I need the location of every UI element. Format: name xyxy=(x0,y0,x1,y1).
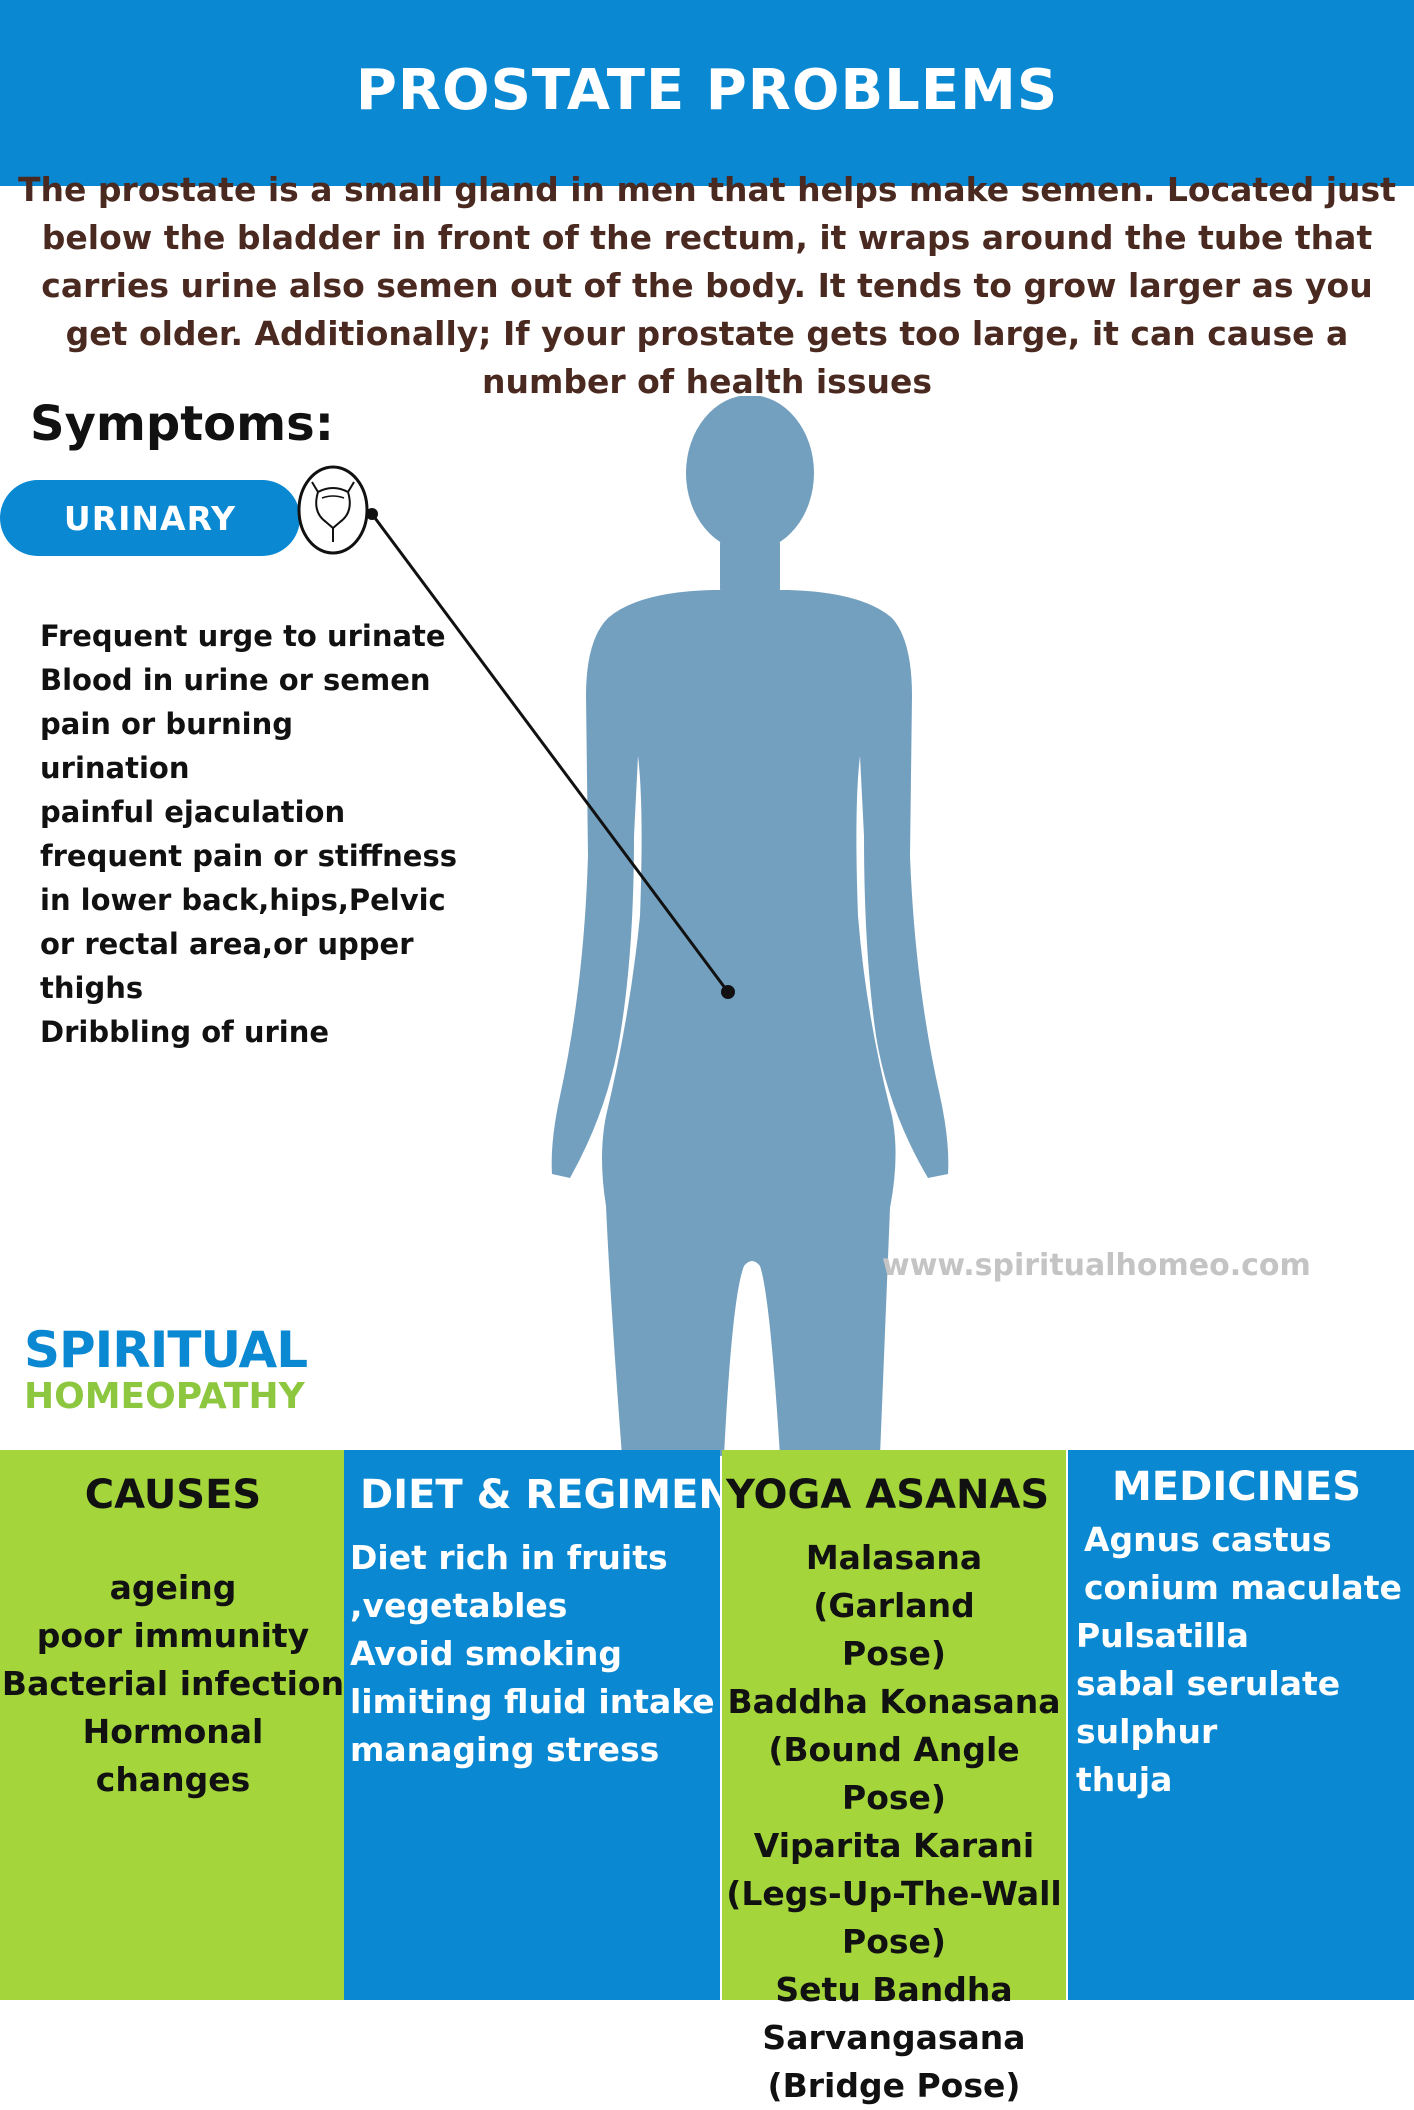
yoga-list: Malasana (Garland Pose) Baddha Konasana … xyxy=(722,1534,1066,2110)
list-item: (Legs-Up-The-Wall xyxy=(726,1874,1062,1913)
causes-heading: CAUSES xyxy=(84,1472,262,1518)
page-title: PROSTATE PROBLEMS xyxy=(355,58,1059,123)
list-item: sabal serulate xyxy=(1076,1664,1341,1703)
list-item: ageing xyxy=(109,1568,237,1607)
list-item: Diet rich in fruits xyxy=(350,1538,668,1577)
list-item: Pose) xyxy=(842,1922,946,1961)
logo-text-homeopathy: HOMEOPATHY xyxy=(24,1376,305,1417)
list-item: Avoid smoking xyxy=(350,1634,623,1673)
yoga-heading: YOGA ASANAS xyxy=(726,1472,1050,1518)
list-item: Setu Bandha xyxy=(775,1970,1013,2009)
symptom-list: Frequent urge to urinate Blood in urine … xyxy=(40,614,470,1054)
intro-paragraph: The prostate is a small gland in men tha… xyxy=(18,170,1396,401)
list-item: conium maculate xyxy=(1084,1568,1402,1607)
yoga-panel: YOGA ASANAS Malasana (Garland Pose) Badd… xyxy=(722,1450,1066,2105)
list-item: Dribbling of urine xyxy=(40,1015,330,1049)
list-item: poor immunity xyxy=(36,1616,310,1655)
bladder-icon xyxy=(297,465,369,555)
symptoms-heading: Symptoms: xyxy=(30,396,334,452)
logo-text-spiritual: SPIRITUAL xyxy=(24,1321,308,1379)
list-item: limiting fluid intake xyxy=(350,1682,715,1721)
list-item: (Bound Angle Pose) xyxy=(768,1730,1020,1817)
diet-heading: DIET & REGIMEN xyxy=(360,1472,732,1518)
list-item: urination xyxy=(40,751,190,785)
list-item: pain or burning xyxy=(40,707,294,741)
list-item: or rectal area,or upper xyxy=(40,927,414,961)
list-item: (Bridge Pose) xyxy=(767,2066,1021,2105)
list-item: Blood in urine or semen xyxy=(40,663,431,697)
list-item: Baddha Konasana xyxy=(727,1682,1061,1721)
list-item: Agnus castus xyxy=(1084,1520,1332,1559)
medicines-heading: MEDICINES xyxy=(1112,1464,1362,1510)
list-item: Bacterial infection xyxy=(1,1664,345,1703)
human-body-figure xyxy=(551,396,949,1456)
diet-panel: DIET & REGIMEN Diet rich in fruits ,vege… xyxy=(344,1450,732,2000)
list-item: Pose) xyxy=(842,1634,946,1673)
list-item: Sarvangasana xyxy=(762,2018,1026,2057)
list-item: Pulsatilla xyxy=(1076,1616,1249,1655)
diet-list: Diet rich in fruits ,vegetables Avoid sm… xyxy=(350,1534,720,1774)
list-item: managing stress xyxy=(350,1730,660,1769)
list-item: Hormonal changes xyxy=(82,1712,264,1799)
header-banner: PROSTATE PROBLEMS xyxy=(0,0,1414,186)
list-item: painful ejaculation xyxy=(40,795,346,829)
list-item: Frequent urge to urinate xyxy=(40,619,446,653)
list-item: sulphur xyxy=(1076,1712,1218,1751)
list-item: Viparita Karani xyxy=(753,1826,1035,1865)
causes-list: ageing poor immunity Bacterial infection… xyxy=(0,1564,346,1804)
medicines-list: Agnus castus conium maculate Pulsatilla … xyxy=(1076,1516,1414,1804)
list-item: thuja xyxy=(1076,1760,1173,1799)
brand-logo: SPIRITUAL HOMEOPATHY xyxy=(24,1321,308,1417)
list-item: in lower back,hips,Pelvic xyxy=(40,883,446,917)
website-watermark: www.spiritualhomeo.com xyxy=(882,1248,1311,1283)
causes-panel: CAUSES ageing poor immunity Bacterial in… xyxy=(0,1450,346,2000)
list-item: thighs xyxy=(40,971,144,1005)
urinary-category-pill: URINARY xyxy=(0,480,300,556)
list-item: frequent pain or stiffness xyxy=(40,839,457,873)
list-item: ,vegetables xyxy=(350,1586,568,1625)
list-item: Malasana (Garland xyxy=(805,1538,983,1625)
medicines-panel: MEDICINES Agnus castus conium maculate P… xyxy=(1068,1450,1414,2000)
